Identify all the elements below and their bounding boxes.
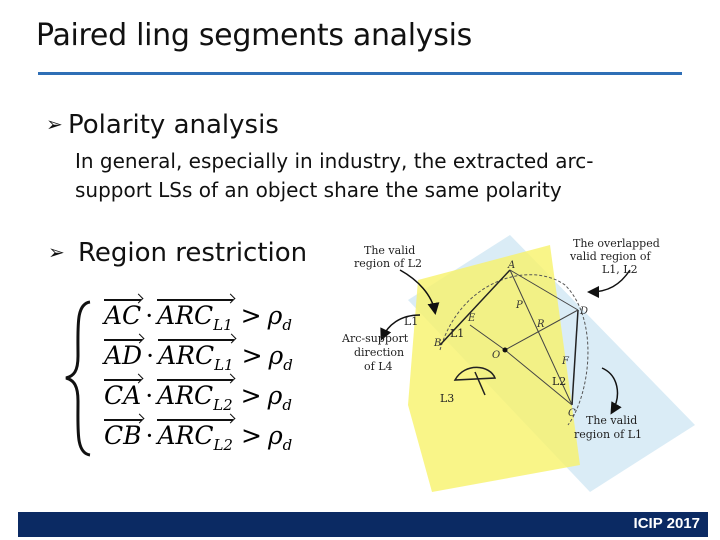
segment-l2 — [571, 309, 579, 406]
vector-term: AC — [104, 296, 142, 336]
label-arc-line2: direction — [354, 346, 404, 359]
line-l1-label-2: L1 — [450, 327, 464, 340]
bullet-region-restriction: ➢ Region restriction — [48, 238, 307, 268]
line-l1-label: L1 — [404, 315, 418, 328]
point-o-label: O — [492, 350, 500, 361]
label-valid-l1-line1: The valid — [586, 414, 637, 427]
bullet-arrow-icon: ➢ — [46, 112, 63, 136]
bullet-arrow-icon: ➢ — [48, 240, 65, 264]
bullet-label: Region restriction — [78, 238, 308, 268]
arrow-valid-l1 — [601, 367, 622, 415]
label-valid-l2-line2: region of L2 — [354, 257, 422, 270]
valid-region-l2 — [408, 245, 580, 492]
arrow-valid-l2 — [399, 269, 440, 315]
line-l3-label: L3 — [440, 392, 454, 405]
vector-arc: ARCL2 — [157, 376, 233, 425]
point-d-label: D — [579, 306, 588, 317]
footer-conference: ICIP 2017 — [633, 515, 700, 532]
bullet-polarity-analysis: ➢Polarity analysis — [46, 110, 279, 140]
region-restriction-figure: The valid region of L2 The overlapped va… — [341, 235, 695, 492]
vector-arc: ARCL2 — [157, 416, 233, 465]
label-arc-line1: Arc-support — [341, 332, 409, 345]
label-overlap-line2: valid region of — [569, 250, 652, 263]
segment-l3 — [453, 366, 497, 381]
vector-term: CB — [104, 416, 142, 456]
vector-term: AD — [104, 336, 143, 376]
point-b-label: B — [433, 338, 441, 349]
slide-title: Paired ling segments analysis — [36, 18, 472, 53]
equation-row: AD·ARCL1>ρd — [104, 336, 344, 376]
point-f-label: F — [561, 356, 570, 367]
segment-l1 — [439, 269, 511, 346]
vector-term: CA — [104, 376, 142, 416]
point-a-label: A — [507, 260, 515, 271]
equation-row: CA·ARCL2>ρd — [104, 376, 344, 416]
polarity-line-2: support LSs of an object share the same … — [75, 178, 562, 202]
equation-system: AC·ARCL1>ρd AD·ARCL1>ρd CA·ARCL2>ρd CB·A… — [104, 296, 344, 456]
radius-f — [504, 349, 573, 406]
label-overlap-line1: The overlapped — [573, 237, 660, 250]
arrow-overlap — [587, 269, 631, 298]
radius-r — [504, 309, 579, 351]
equation-brace — [65, 300, 91, 457]
point-e-label: E — [467, 313, 476, 324]
label-valid-l1-line2: region of L1 — [574, 428, 642, 441]
vector-arc: ARCL1 — [157, 296, 233, 345]
vector-arc: ARCL1 — [158, 336, 234, 385]
point-p-label: P — [515, 300, 523, 311]
equation-row: CB·ARCL2>ρd — [104, 416, 344, 456]
arrow-arc-support — [380, 314, 421, 341]
polarity-line-1: In general, especially in industry, the … — [75, 149, 594, 173]
point-c-label: C — [568, 408, 576, 419]
chord-ac — [509, 269, 573, 406]
title-divider — [38, 72, 682, 75]
polarity-paragraph: In general, especially in industry, the … — [75, 147, 675, 205]
chord-ad — [509, 269, 579, 311]
ellipse-arc — [439, 274, 589, 426]
label-overlap-line3: L1, L2 — [602, 263, 638, 276]
radius-e — [469, 324, 506, 351]
bullet-label: Polarity analysis — [68, 110, 279, 140]
line-l2-label: L2 — [552, 375, 566, 388]
label-valid-l2-line1: The valid — [364, 244, 415, 257]
point-r-label: R — [536, 319, 545, 330]
center-point — [502, 347, 508, 353]
footer-bar: ICIP 2017 — [18, 512, 708, 537]
label-arc-line3: of L4 — [364, 360, 393, 373]
equation-row: AC·ARCL1>ρd — [104, 296, 344, 336]
